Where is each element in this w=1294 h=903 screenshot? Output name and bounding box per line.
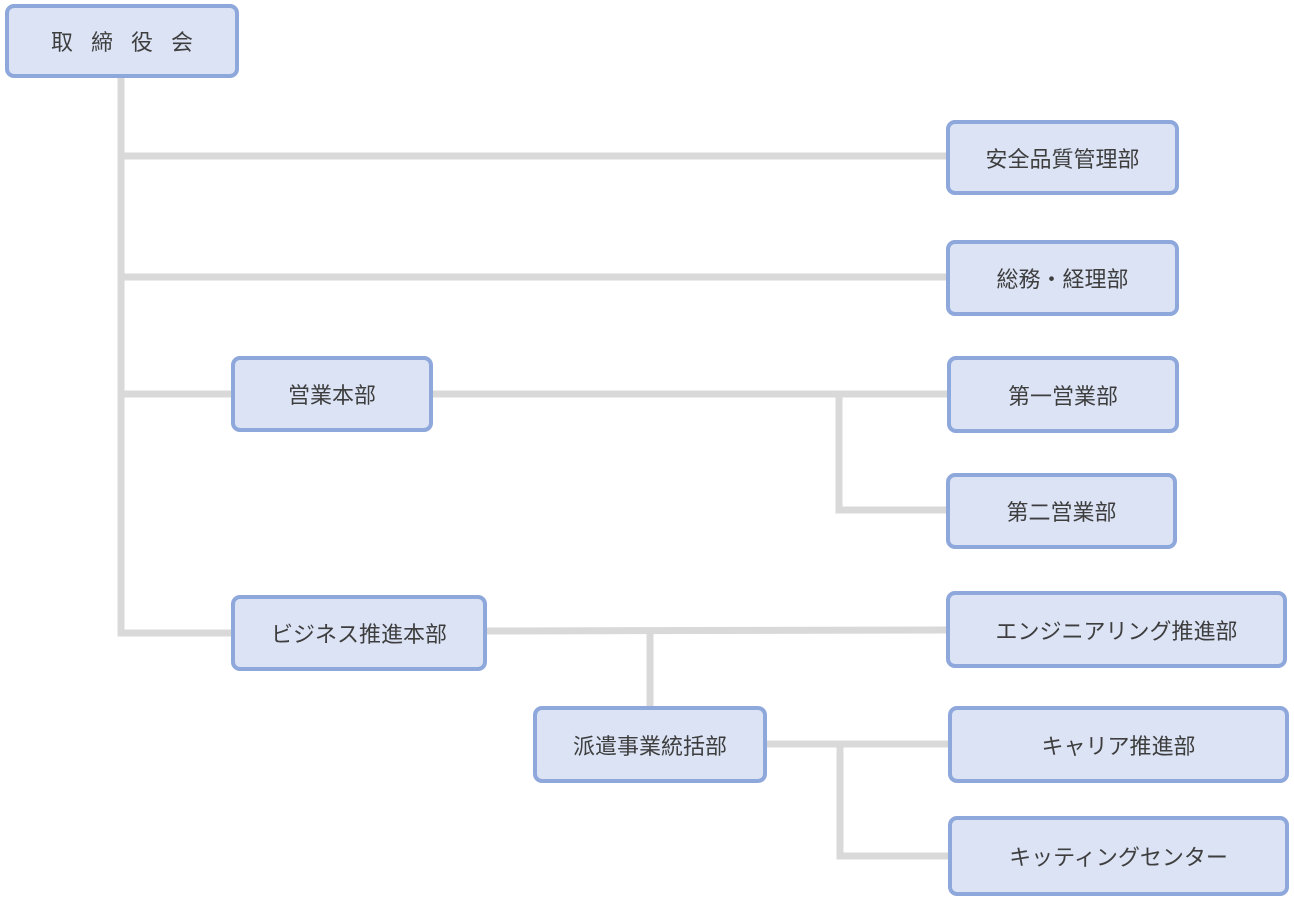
career-promotion-dept-label: キャリア推進部 <box>1041 734 1196 760</box>
connector-bp-hq-to-engineering <box>482 626 952 635</box>
dispatch-business-dept-label: 派遣事業統括部 <box>572 734 727 760</box>
engineering-promotion-dept-box: エンジニアリング推進部 <box>946 591 1287 668</box>
sales-dept-2-box: 第二営業部 <box>946 473 1177 549</box>
sales-dept-2-label: 第二営業部 <box>1006 501 1117 526</box>
sales-hq-label: 営業本部 <box>287 384 376 409</box>
kitting-center-box: キッティングセンター <box>948 816 1289 896</box>
safety-quality-dept-label: 安全品質管理部 <box>985 147 1140 173</box>
sales-dept-1-box: 第一営業部 <box>947 356 1179 433</box>
board-of-directors-box: 取締役会 <box>5 4 239 78</box>
general-accounting-dept-box: 総務・経理部 <box>946 240 1179 316</box>
sales-dept-1-label: 第一営業部 <box>1007 384 1118 410</box>
career-promotion-dept-box: キャリア推進部 <box>948 706 1289 783</box>
dispatch-business-dept-box: 派遣事業統括部 <box>533 706 767 783</box>
engineering-promotion-dept-label: エンジニアリング推進部 <box>995 619 1238 645</box>
board-of-directors-label: 取締役会 <box>50 31 211 56</box>
business-promotion-hq-label: ビジネス推進本部 <box>270 623 447 648</box>
sales-hq-box: 営業本部 <box>231 356 433 432</box>
general-accounting-dept-label: 総務・経理部 <box>996 268 1129 293</box>
business-promotion-hq-box: ビジネス推進本部 <box>231 595 487 671</box>
safety-quality-dept-box: 安全品質管理部 <box>946 120 1179 195</box>
kitting-center-label: キッティングセンター <box>1009 846 1228 871</box>
